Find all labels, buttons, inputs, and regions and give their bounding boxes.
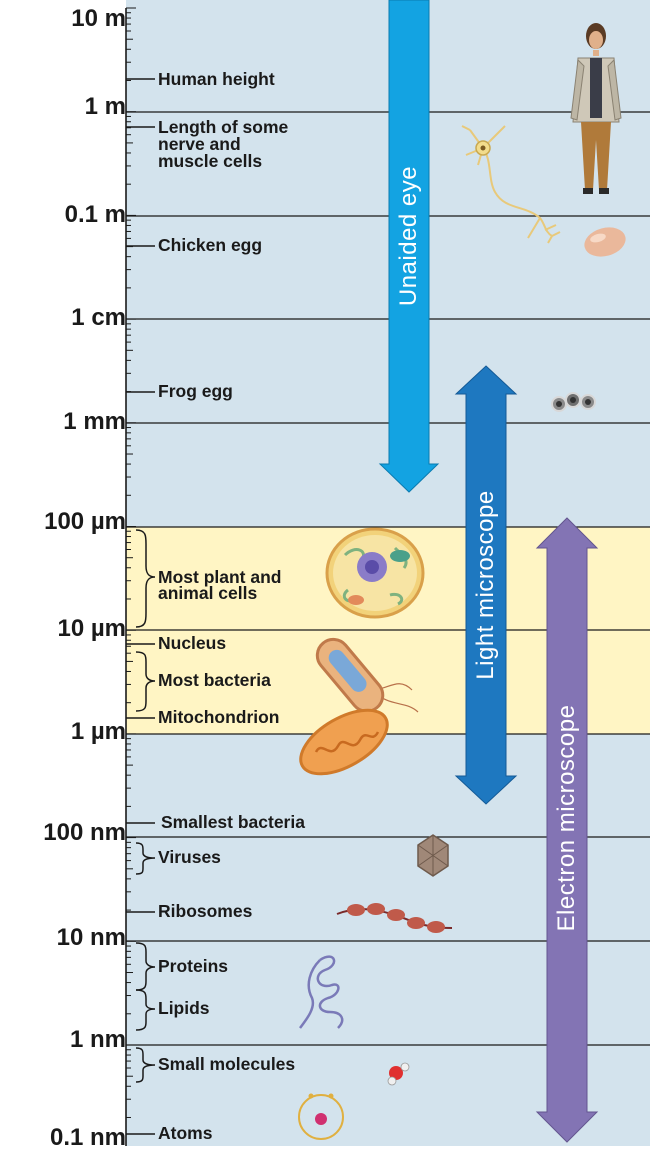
scale-label-10um: 10 µm xyxy=(0,617,126,641)
virus-icon xyxy=(418,835,448,876)
scale-label-1nm: 1 nm xyxy=(0,1028,126,1052)
label-plant-animal-cells: Most plant and animal cells xyxy=(158,569,281,601)
scale-label-1cm: 1 cm xyxy=(0,306,126,330)
label-small-molecules: Small molecules xyxy=(158,1056,295,1073)
scale-label-1um: 1 µm xyxy=(0,720,126,744)
scale-label-0-1m: 0.1 m xyxy=(0,203,126,227)
label-chicken-egg: Chicken egg xyxy=(158,237,262,254)
label-mitochondrion: Mitochondrion xyxy=(158,709,280,726)
label-nerve-muscle-cells: Length of some nerve and muscle cells xyxy=(158,119,288,170)
label-most-bacteria: Most bacteria xyxy=(158,672,271,689)
unaided-eye-label: Unaided eye xyxy=(395,166,423,306)
label-frog-egg: Frog egg xyxy=(158,383,233,400)
scale-label-0-1nm: 0.1 nm xyxy=(0,1126,126,1150)
electron-microscope-label: Electron microscope xyxy=(553,705,581,932)
label-human-height: Human height xyxy=(158,71,275,88)
animal-cell-icon xyxy=(327,529,423,617)
scale-label-1mm: 1 mm xyxy=(0,410,126,434)
label-smallest-bacteria: Smallest bacteria xyxy=(161,814,305,831)
label-ribosomes: Ribosomes xyxy=(158,903,252,920)
scale-label-10nm: 10 nm xyxy=(0,926,126,950)
label-proteins: Proteins xyxy=(158,958,228,975)
scale-label-100um: 100 µm xyxy=(0,510,126,534)
scale-label-100nm: 100 nm xyxy=(0,821,126,845)
label-viruses: Viruses xyxy=(158,849,221,866)
label-lipids: Lipids xyxy=(158,1000,210,1017)
scale-label-10m: 10 m xyxy=(0,7,126,31)
label-nucleus: Nucleus xyxy=(158,635,226,652)
scale-label-1m: 1 m xyxy=(0,95,126,119)
label-atoms: Atoms xyxy=(158,1125,212,1142)
light-microscope-label: Light microscope xyxy=(472,490,500,679)
